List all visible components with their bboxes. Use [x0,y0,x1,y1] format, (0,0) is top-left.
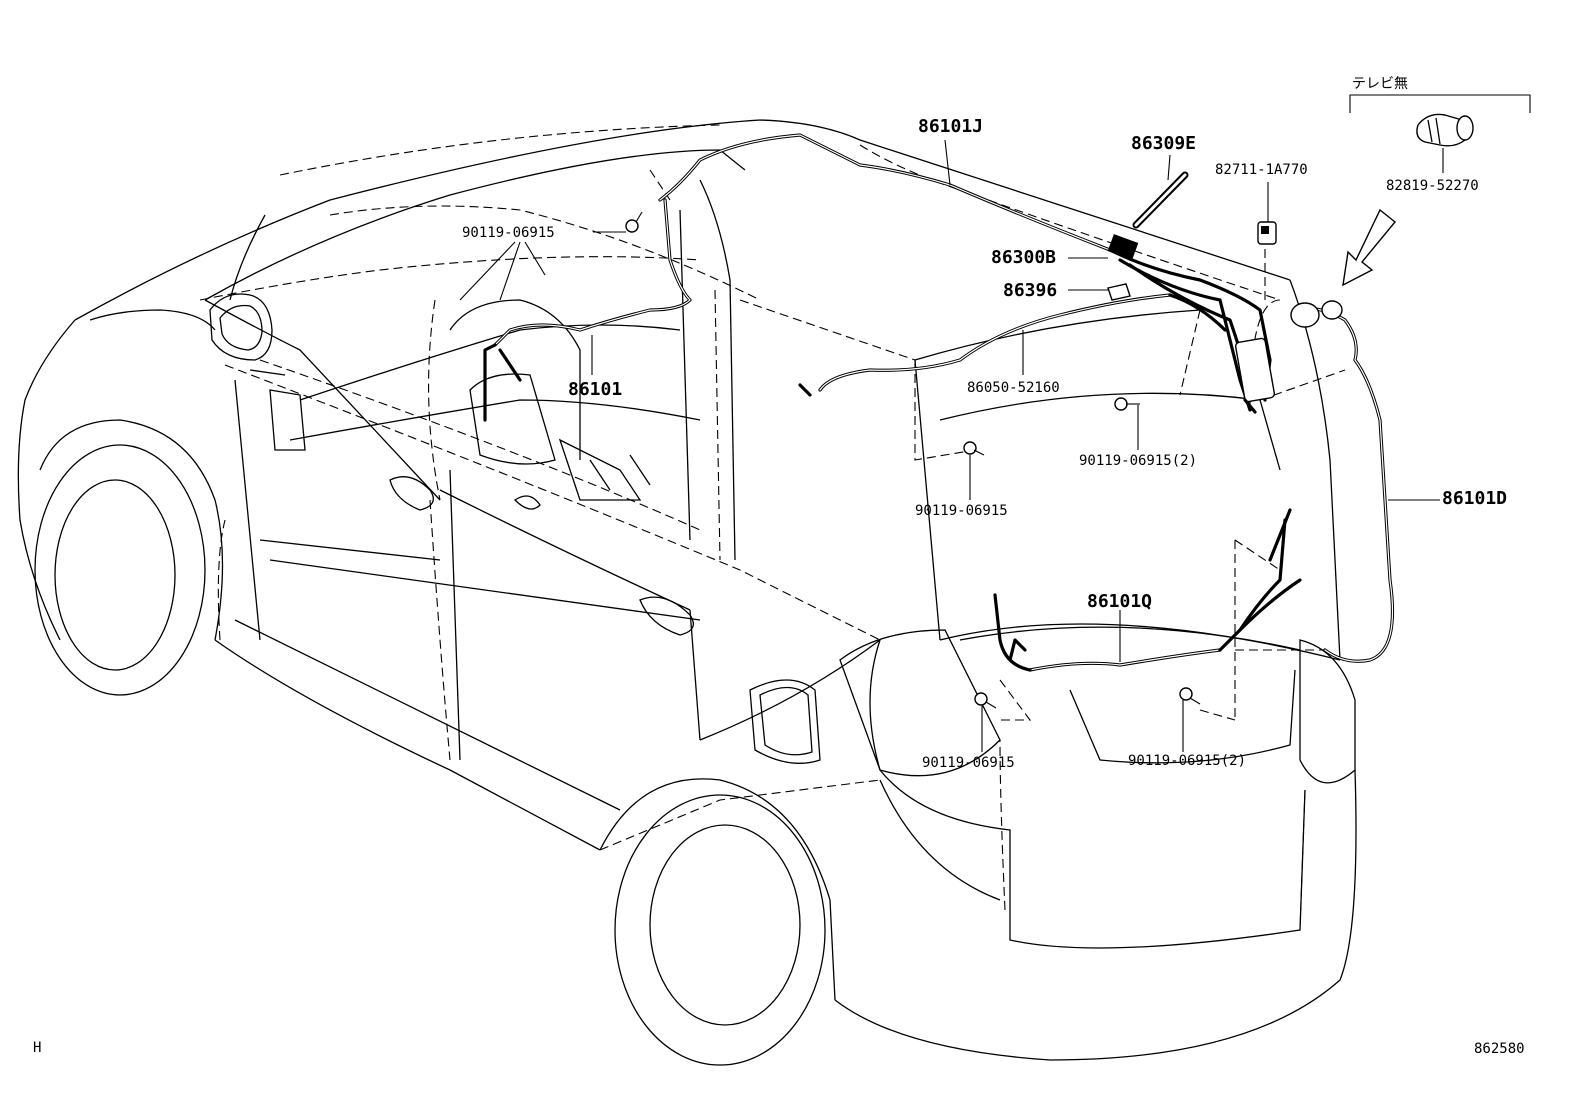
direction-arrow-icon [1342,208,1396,287]
antenna-86309E [1107,171,1189,260]
bolt-icon [625,211,643,233]
label-82711-1A770: 82711-1A770 [1215,162,1308,178]
label-no-tv: テレビ無 [1352,76,1408,92]
diagram-reference-code: 862580 [1474,1041,1525,1057]
label-86101Q: 86101Q [1087,591,1152,612]
label-90119-06915-mid: 90119-06915 [915,503,1008,519]
label-90119-06915-bottom-left: 90119-06915 [922,755,1015,771]
label-86050-52160: 86050-52160 [967,380,1060,396]
label-90119-06915-top: 90119-06915 [462,225,555,241]
wire-harness-86101D [1290,300,1395,663]
vehicle-body [17,119,1357,1066]
bolt-icon [974,692,997,709]
label-90119-06915-2-bottom-right: 90119-06915(2) [1128,753,1246,769]
label-86396: 86396 [1003,280,1057,301]
wire-harness-86101J [658,133,1112,252]
hidden-lines [199,124,1346,931]
label-86101D: 86101D [1442,488,1507,509]
wire-harness-86101 [483,198,692,422]
wire-harness-main-86300B [1108,248,1276,414]
part-labels: 86101J 86309E 82711-1A770 86300B 86396 8… [462,76,1507,771]
leader-lines [459,94,1531,752]
grommet-82819-icon [1416,113,1474,147]
label-86300B: 86300B [991,247,1056,268]
label-86309E: 86309E [1131,133,1196,154]
label-90119-06915-2-mid: 90119-06915(2) [1079,453,1197,469]
wire-harness-86101Q [993,508,1302,672]
wire-harness-86050-52160 [798,293,1172,397]
hatch-connector-icon [1234,337,1276,403]
label-86101: 86101 [568,379,622,400]
label-86101J: 86101J [918,116,983,137]
clip-86396-icon [1107,283,1131,301]
bolt-icon [1179,687,1201,705]
bolt-icon [1114,397,1140,411]
bolt-icon [963,441,985,456]
grommet-icon [1290,302,1320,328]
footer-left-code: H [33,1040,41,1056]
footer: H 862580 [33,1040,1525,1057]
connector-82711-icon [1257,221,1277,245]
label-82819-52270: 82819-52270 [1386,178,1479,194]
